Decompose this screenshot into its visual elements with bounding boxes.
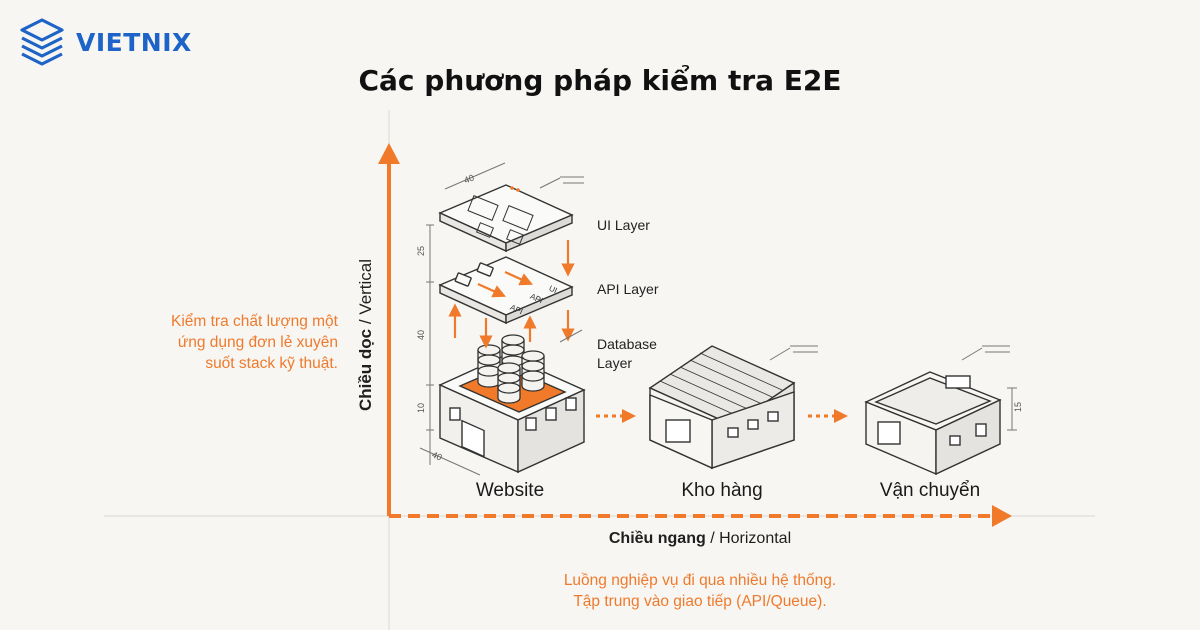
dim-side-25: 25	[416, 245, 427, 257]
website-stack	[438, 184, 586, 474]
dimension-lines	[419, 162, 584, 476]
vertical-note: Kiểm tra chất lượng một ứng dụng đơn lẻ …	[171, 313, 338, 372]
vertical-axis-arrowhead	[378, 143, 400, 164]
db-cylinder	[521, 350, 545, 392]
page-title: Các phương pháp kiểm tra E2E	[358, 64, 842, 97]
system-label-warehouse: Kho hàng	[681, 480, 763, 501]
system-connectors	[596, 409, 848, 423]
database-layer-label: Database Layer	[597, 336, 657, 371]
warehouse-building	[648, 345, 796, 470]
db-cylinder	[477, 344, 501, 388]
vertical-axis-label: Chiều dọc / Vertical	[356, 258, 375, 412]
ui-layer-label: UI Layer	[597, 217, 650, 233]
api-layer-label: API Layer	[597, 281, 659, 297]
layers-logo-icon	[20, 18, 64, 66]
database-cylinders	[477, 334, 545, 404]
layer-arrows	[448, 240, 575, 349]
system-label-delivery: Vận chuyển	[879, 480, 981, 501]
dim-side-40: 40	[416, 329, 427, 341]
system-label-website: Website	[475, 480, 545, 501]
delivery-building	[864, 371, 1002, 476]
horizontal-axis-arrowhead	[992, 505, 1012, 527]
dim-side-10: 10	[416, 402, 427, 414]
horizontal-axis-label: Chiều ngang / Horizontal	[608, 530, 792, 547]
brand-name: VIETNIX	[76, 27, 192, 57]
brand-logo[interactable]: VIETNIX	[18, 16, 192, 68]
db-cylinder	[497, 362, 521, 404]
horizontal-note: Luồng nghiệp vụ đi qua nhiều hệ thống. T…	[563, 572, 837, 610]
dim-right-15: 15	[1013, 401, 1024, 413]
